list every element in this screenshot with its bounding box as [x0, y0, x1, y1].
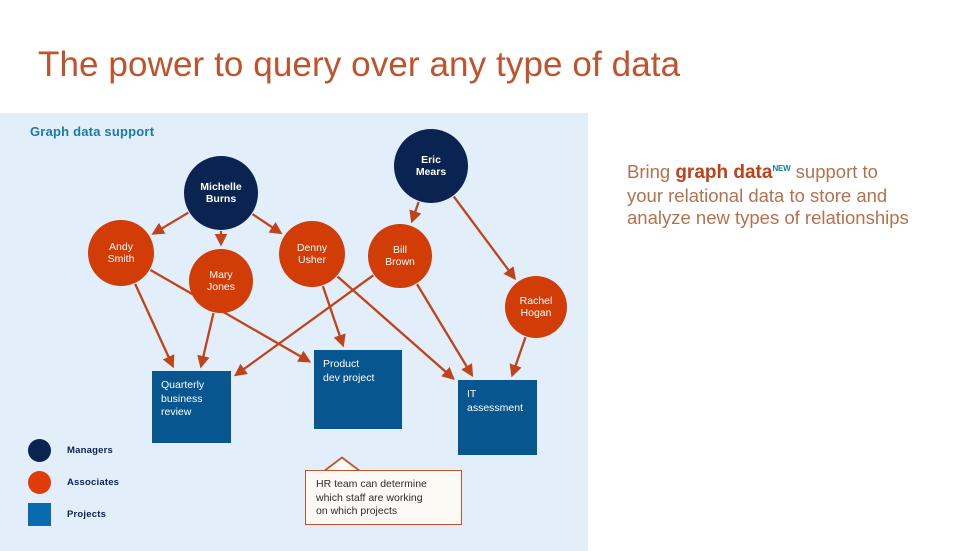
new-badge: NEW [772, 164, 791, 173]
legend-item-projects: Projects [28, 498, 168, 530]
page-title: The power to query over any type of data [38, 45, 681, 84]
feature-description: Bring graph dataNEW support to your rela… [627, 158, 947, 230]
legend-item-associates: Associates [28, 466, 168, 498]
graph-node-label-line-1: Rachel [519, 294, 553, 307]
graph-node-label-line-1: Denny [296, 241, 328, 254]
legend-swatch-square-icon [28, 502, 51, 526]
graph-edge-bill-brown-to-quarterly-business-review [233, 274, 374, 377]
feature-description-emphasis: graph data [675, 162, 773, 184]
graph-node-label-line-2: Mears [415, 166, 447, 178]
graph-node-label-line-2: Brown [385, 256, 415, 268]
graph-node-label-line-1: Michelle [200, 180, 242, 193]
project-box-label-line-1: Quarterly [161, 379, 205, 391]
legend-item-label: Projects [67, 508, 107, 520]
graph-node-label-line-2: Smith [107, 253, 135, 265]
legend-item-managers: Managers [28, 434, 168, 466]
graph-edge-eric-mears-to-rachel-hogan [452, 195, 517, 281]
feature-description-line3: analyze new types of relationships [627, 207, 909, 229]
hr-note-callout: HR team can determine which staff are wo… [305, 470, 462, 525]
legend-swatch-circle-icon [28, 470, 51, 494]
hr-note-line-3: on which projects [316, 505, 398, 517]
graph-node-label-line-1: Eric [421, 153, 441, 166]
section-label: Graph data support [30, 124, 155, 139]
graph-node-label-line-2: Usher [297, 254, 326, 266]
feature-description-lead: Bring [627, 161, 676, 183]
graph-edges-layer [134, 195, 527, 380]
legend-item-label: Managers [67, 444, 113, 456]
hr-note-line-2: which staff are working [316, 491, 423, 504]
feature-description-line2: your relational data to store and [627, 184, 888, 206]
project-box-label-line-2: dev project [323, 371, 375, 384]
graph-node-label-line-1: Mary [209, 268, 233, 281]
project-box-label-line-2: assessment [467, 401, 524, 414]
graph-edge-bill-brown-to-it-assessment [416, 283, 474, 378]
graph-edge-andy-smith-to-quarterly-business-review [134, 283, 175, 369]
project-box-label-line-3: review [161, 406, 192, 418]
graph-node-label-line-2: Jones [206, 281, 236, 293]
graph-node-label-line-1: Bill [392, 243, 407, 256]
graph-edge-rachel-hogan-to-it-assessment [509, 336, 527, 378]
graph-edge-denny-usher-to-product-dev-project [321, 285, 346, 348]
graph-edge-andy-smith-to-product-dev-project [149, 268, 312, 363]
hr-note-line-1: HR team can determine [316, 478, 427, 490]
legend-item-label: Associates [67, 476, 120, 488]
graph-node-label-line-1: Andy [109, 240, 133, 253]
graph-edge-mary-jones-to-quarterly-business-review [197, 312, 215, 369]
feature-description-line1-tail: support to [790, 161, 878, 183]
graph-edge-michelle-burns-to-denny-usher [251, 213, 283, 235]
project-box-label-line-1: Product [323, 358, 360, 370]
project-box-label-line-1: IT [467, 388, 477, 400]
graph-edge-michelle-burns-to-andy-smith [151, 211, 190, 235]
graph-node-label-line-2: Burns [205, 193, 237, 205]
legend-swatch-circle-icon [28, 438, 51, 462]
graph-edge-denny-usher-to-it-assessment [336, 275, 455, 380]
project-box-label-line-2: business [161, 392, 203, 405]
graph-node-label-line-2: Hogan [520, 307, 552, 319]
graph-edge-eric-mears-to-bill-brown [409, 201, 422, 224]
